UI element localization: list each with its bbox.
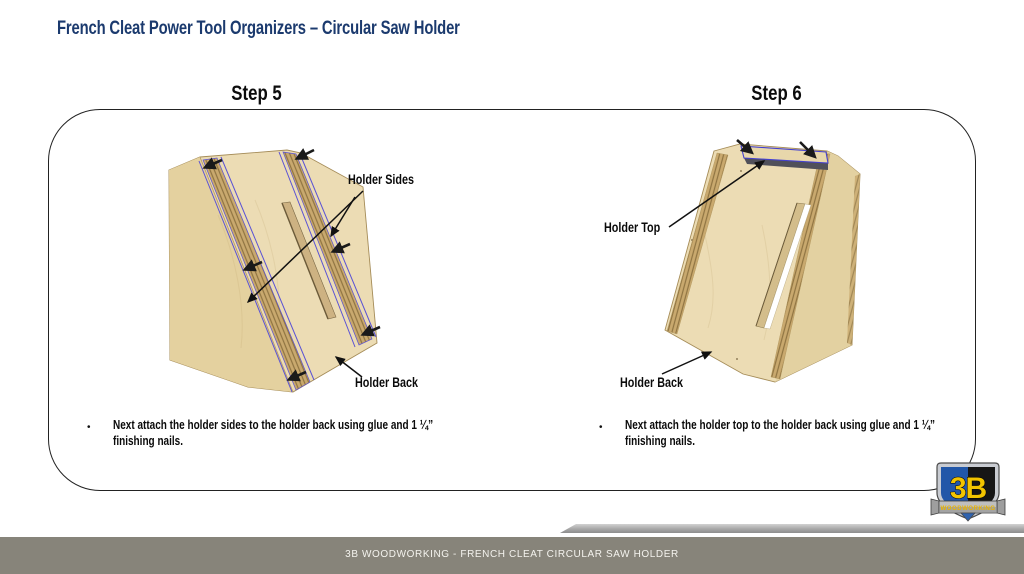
3b-woodworking-logo: 3B WOODWORKING: [930, 462, 1006, 522]
step6-heading: Step 6: [751, 82, 803, 105]
cleat-slot-groove: [281, 201, 337, 320]
step5-illustration: [168, 148, 381, 393]
logo-wordmark: WOODWORKING: [941, 505, 996, 512]
step5-instruction-text: Next attach the holder sides to the hold…: [113, 418, 434, 448]
step6-illustration: [661, 139, 861, 383]
label-holder-back-step5: Holder Back: [355, 375, 419, 390]
logo-ribbon: WOODWORKING: [930, 498, 1006, 516]
logo-shield-tip: [960, 512, 976, 522]
finishing-nails: [736, 139, 817, 159]
callout-arrows: [661, 160, 766, 375]
footer-text: 3B WOODWORKING - FRENCH CLEAT CIRCULAR S…: [345, 549, 679, 560]
page-title: French Cleat Power Tool Organizers – Cir…: [57, 18, 573, 40]
step6-instruction-text: Next attach the holder top to the holder…: [625, 418, 936, 448]
finishing-nails: [202, 148, 381, 382]
cleat-slot-opening: [755, 202, 812, 330]
label-holder-back-step6: Holder Back: [620, 375, 684, 390]
page-title-text: French Cleat Power Tool Organizers – Cir…: [57, 18, 460, 39]
logo-monogram: 3B: [950, 472, 987, 505]
label-holder-sides: Holder Sides: [348, 172, 415, 187]
footer-bar: 3B WOODWORKING - FRENCH CLEAT CIRCULAR S…: [0, 537, 1024, 574]
bullet-icon: •: [599, 422, 603, 433]
holder-back-panel: [168, 149, 378, 393]
footer-accent-wedge: [560, 524, 1024, 533]
label-holder-top: Holder Top: [604, 220, 661, 235]
callout-arrows: [246, 190, 364, 378]
bullet-icon: •: [87, 422, 91, 433]
step5-heading: Step 5: [231, 82, 283, 105]
content-panel-border: [48, 109, 976, 491]
